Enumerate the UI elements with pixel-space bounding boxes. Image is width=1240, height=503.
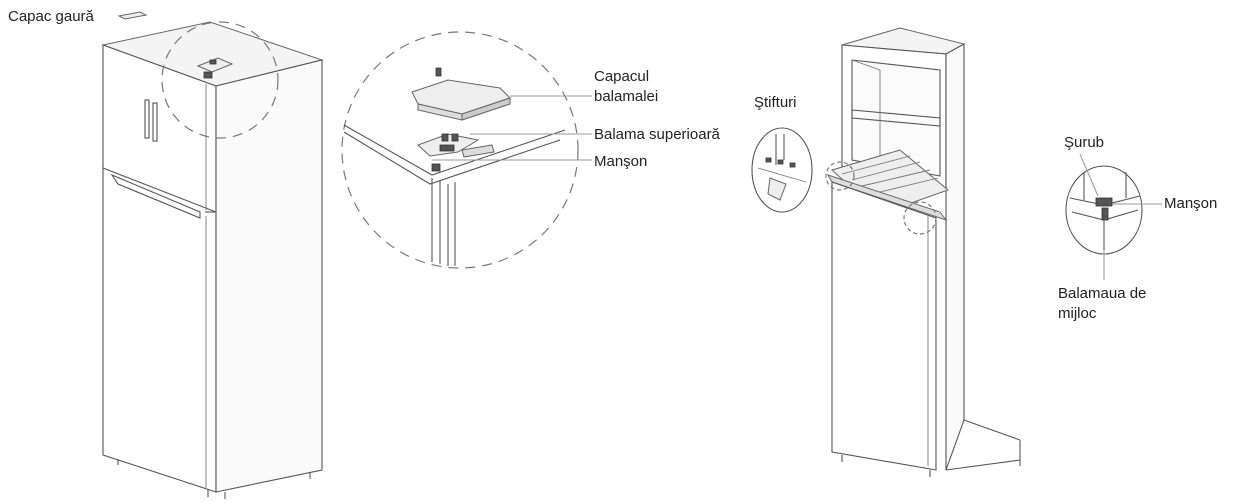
pins-detail [751,127,813,213]
hole-cover-label: Capac gaură [8,8,95,25]
middle-hinge-label: Balamaua de [1058,285,1146,302]
pins-label: Ştifturi [754,94,797,111]
left-fridge [101,11,324,499]
top-hinge-detail [341,31,579,269]
sleeve-label-right: Manşon [1164,195,1217,212]
screw-label: Şurub [1064,134,1104,151]
middle-hinge-detail [1065,165,1143,255]
hinge-cover-label: Capacul [594,68,649,85]
top-hinge-label: Balama superioară [594,126,721,143]
right-fridge [825,27,1021,477]
hinge-cover-label-line2: balamalei [594,88,658,105]
middle-hinge-label-line2: mijloc [1058,305,1097,322]
sleeve-label-left: Manşon [594,153,647,170]
